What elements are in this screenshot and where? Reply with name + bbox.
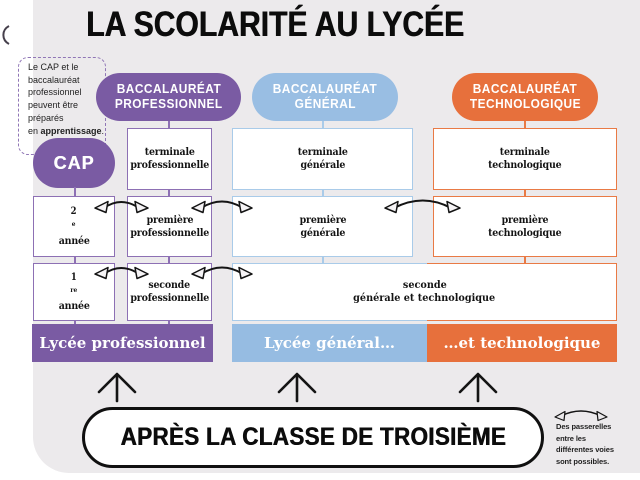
box-label: première	[146, 213, 193, 226]
box-label: technologique	[488, 159, 562, 171]
connector-2e-1re	[74, 256, 76, 264]
note-line: en apprentissage.	[28, 125, 108, 138]
bar-label: Lycée professionnel	[39, 334, 206, 352]
note-line: entre les	[556, 433, 586, 443]
connector-premiere-seconde-gen	[322, 256, 324, 264]
box-label: terminale	[144, 146, 195, 158]
page-title: LA SCOLARITÉ AU LYCÉE	[86, 5, 464, 44]
note-line-bold: apprentissage	[40, 125, 102, 136]
note-line: Le CAP et le	[28, 62, 79, 72]
seconde-border-orange	[427, 263, 617, 321]
box-label-sup: e	[72, 220, 76, 229]
connector-terminale-premiere-gen	[322, 189, 324, 197]
badge-label: GÉNÉRAL	[294, 97, 356, 111]
note-line: sont possibles.	[556, 457, 610, 467]
box-label: professionnelle	[130, 292, 209, 304]
box-label: professionnelle	[130, 159, 209, 171]
badge-baccalaureat-general: BACCALAURÉAT GÉNÉRAL	[252, 73, 398, 121]
note-line: préparés	[28, 112, 64, 123]
note-line: peuvent être	[28, 100, 79, 111]
bar-lycee-professionnel: Lycée professionnel	[32, 324, 213, 362]
box-label-number: 1	[71, 270, 77, 283]
box-label: seconde	[402, 279, 447, 291]
badge-label: BACCALAURÉAT	[116, 82, 221, 96]
badge-cap: CAP	[33, 138, 115, 188]
box-terminale-technologique: terminale technologique	[433, 128, 617, 190]
decorative-arc	[2, 25, 10, 45]
note-line: baccalauréat	[28, 74, 80, 85]
box-label: première	[501, 213, 549, 226]
box-label-group: seconde générale et technologique	[232, 263, 617, 321]
bar-label: Lycée général…	[264, 334, 395, 352]
box-premiere-professionnelle: première professionnelle	[127, 196, 212, 257]
box-1re-annee: 1 re année	[33, 263, 115, 321]
box-terminale-generale: terminale générale	[232, 128, 413, 190]
badge-label: BACCALAURÉAT	[472, 82, 578, 96]
badge-baccalaureat-professionnel: BACCALAURÉAT PROFESSIONNEL	[96, 73, 241, 121]
box-label-number: 2	[71, 205, 77, 218]
note-line-part: en	[28, 125, 41, 136]
connector-badge-pro	[168, 121, 170, 129]
box-label: professionnelle	[130, 226, 209, 239]
bar-et-technologique: …et technologique	[427, 324, 617, 362]
box-label: générale	[300, 159, 345, 171]
box-label-sup: re	[70, 285, 78, 294]
note-line: Des passerelles	[556, 422, 612, 431]
box-label: année	[58, 234, 90, 247]
note-line-part: .	[101, 125, 105, 136]
badge-label: BACCALAURÉAT	[272, 82, 378, 96]
badge-label: TECHNOLOGIQUE	[469, 97, 581, 111]
banner-label: APRÈS LA CLASSE DE TROISIÈME	[120, 423, 506, 451]
box-label: seconde	[148, 279, 191, 291]
connector-seconde-pro-bar	[168, 319, 170, 325]
box-label: technologique	[488, 226, 562, 239]
box-label: générale et technologique	[353, 292, 496, 304]
cap-label: CAP	[53, 152, 95, 173]
note-line: différentes voies	[556, 445, 614, 455]
connector-premiere-seconde-pro	[168, 256, 170, 264]
box-label: générale	[300, 226, 345, 239]
badge-label: PROFESSIONNEL	[114, 97, 223, 111]
box-premiere-generale: première générale	[232, 196, 413, 257]
connector-badge-tech	[524, 121, 526, 129]
seconde-border-blue	[232, 263, 427, 321]
box-label: terminale	[297, 146, 348, 158]
box-seconde-generale-et-technologique: seconde générale et technologique	[232, 263, 617, 321]
box-seconde-professionnelle: seconde professionnelle	[127, 263, 212, 321]
box-label: première	[299, 213, 346, 226]
connector-cap-2e	[74, 187, 76, 197]
connector-terminale-premiere-pro	[168, 189, 170, 197]
banner-apres-la-classe-de-troisieme: APRÈS LA CLASSE DE TROISIÈME	[82, 407, 544, 468]
box-terminale-professionnelle: terminale professionnelle	[127, 128, 212, 190]
connector-premiere-seconde-tech	[524, 256, 526, 264]
connector-badge-gen	[322, 121, 324, 129]
note-line: professionnel	[28, 87, 82, 98]
box-premiere-technologique: première technologique	[433, 196, 617, 257]
bar-label: …et technologique	[443, 334, 601, 352]
box-label: terminale	[500, 146, 550, 158]
connector-terminale-premiere-tech	[524, 189, 526, 197]
box-label: 1 re	[71, 271, 78, 301]
passerelles-note: Des passerelles entre les différentes vo…	[556, 421, 626, 468]
connector-1re-bar	[74, 319, 76, 325]
bar-lycee-general: Lycée général…	[232, 324, 427, 362]
badge-baccalaureat-technologique: BACCALAURÉAT TECHNOLOGIQUE	[452, 73, 598, 121]
apprentissage-note: Le CAP et le baccalauréat professionnel …	[28, 61, 108, 137]
box-label: année	[58, 300, 90, 313]
